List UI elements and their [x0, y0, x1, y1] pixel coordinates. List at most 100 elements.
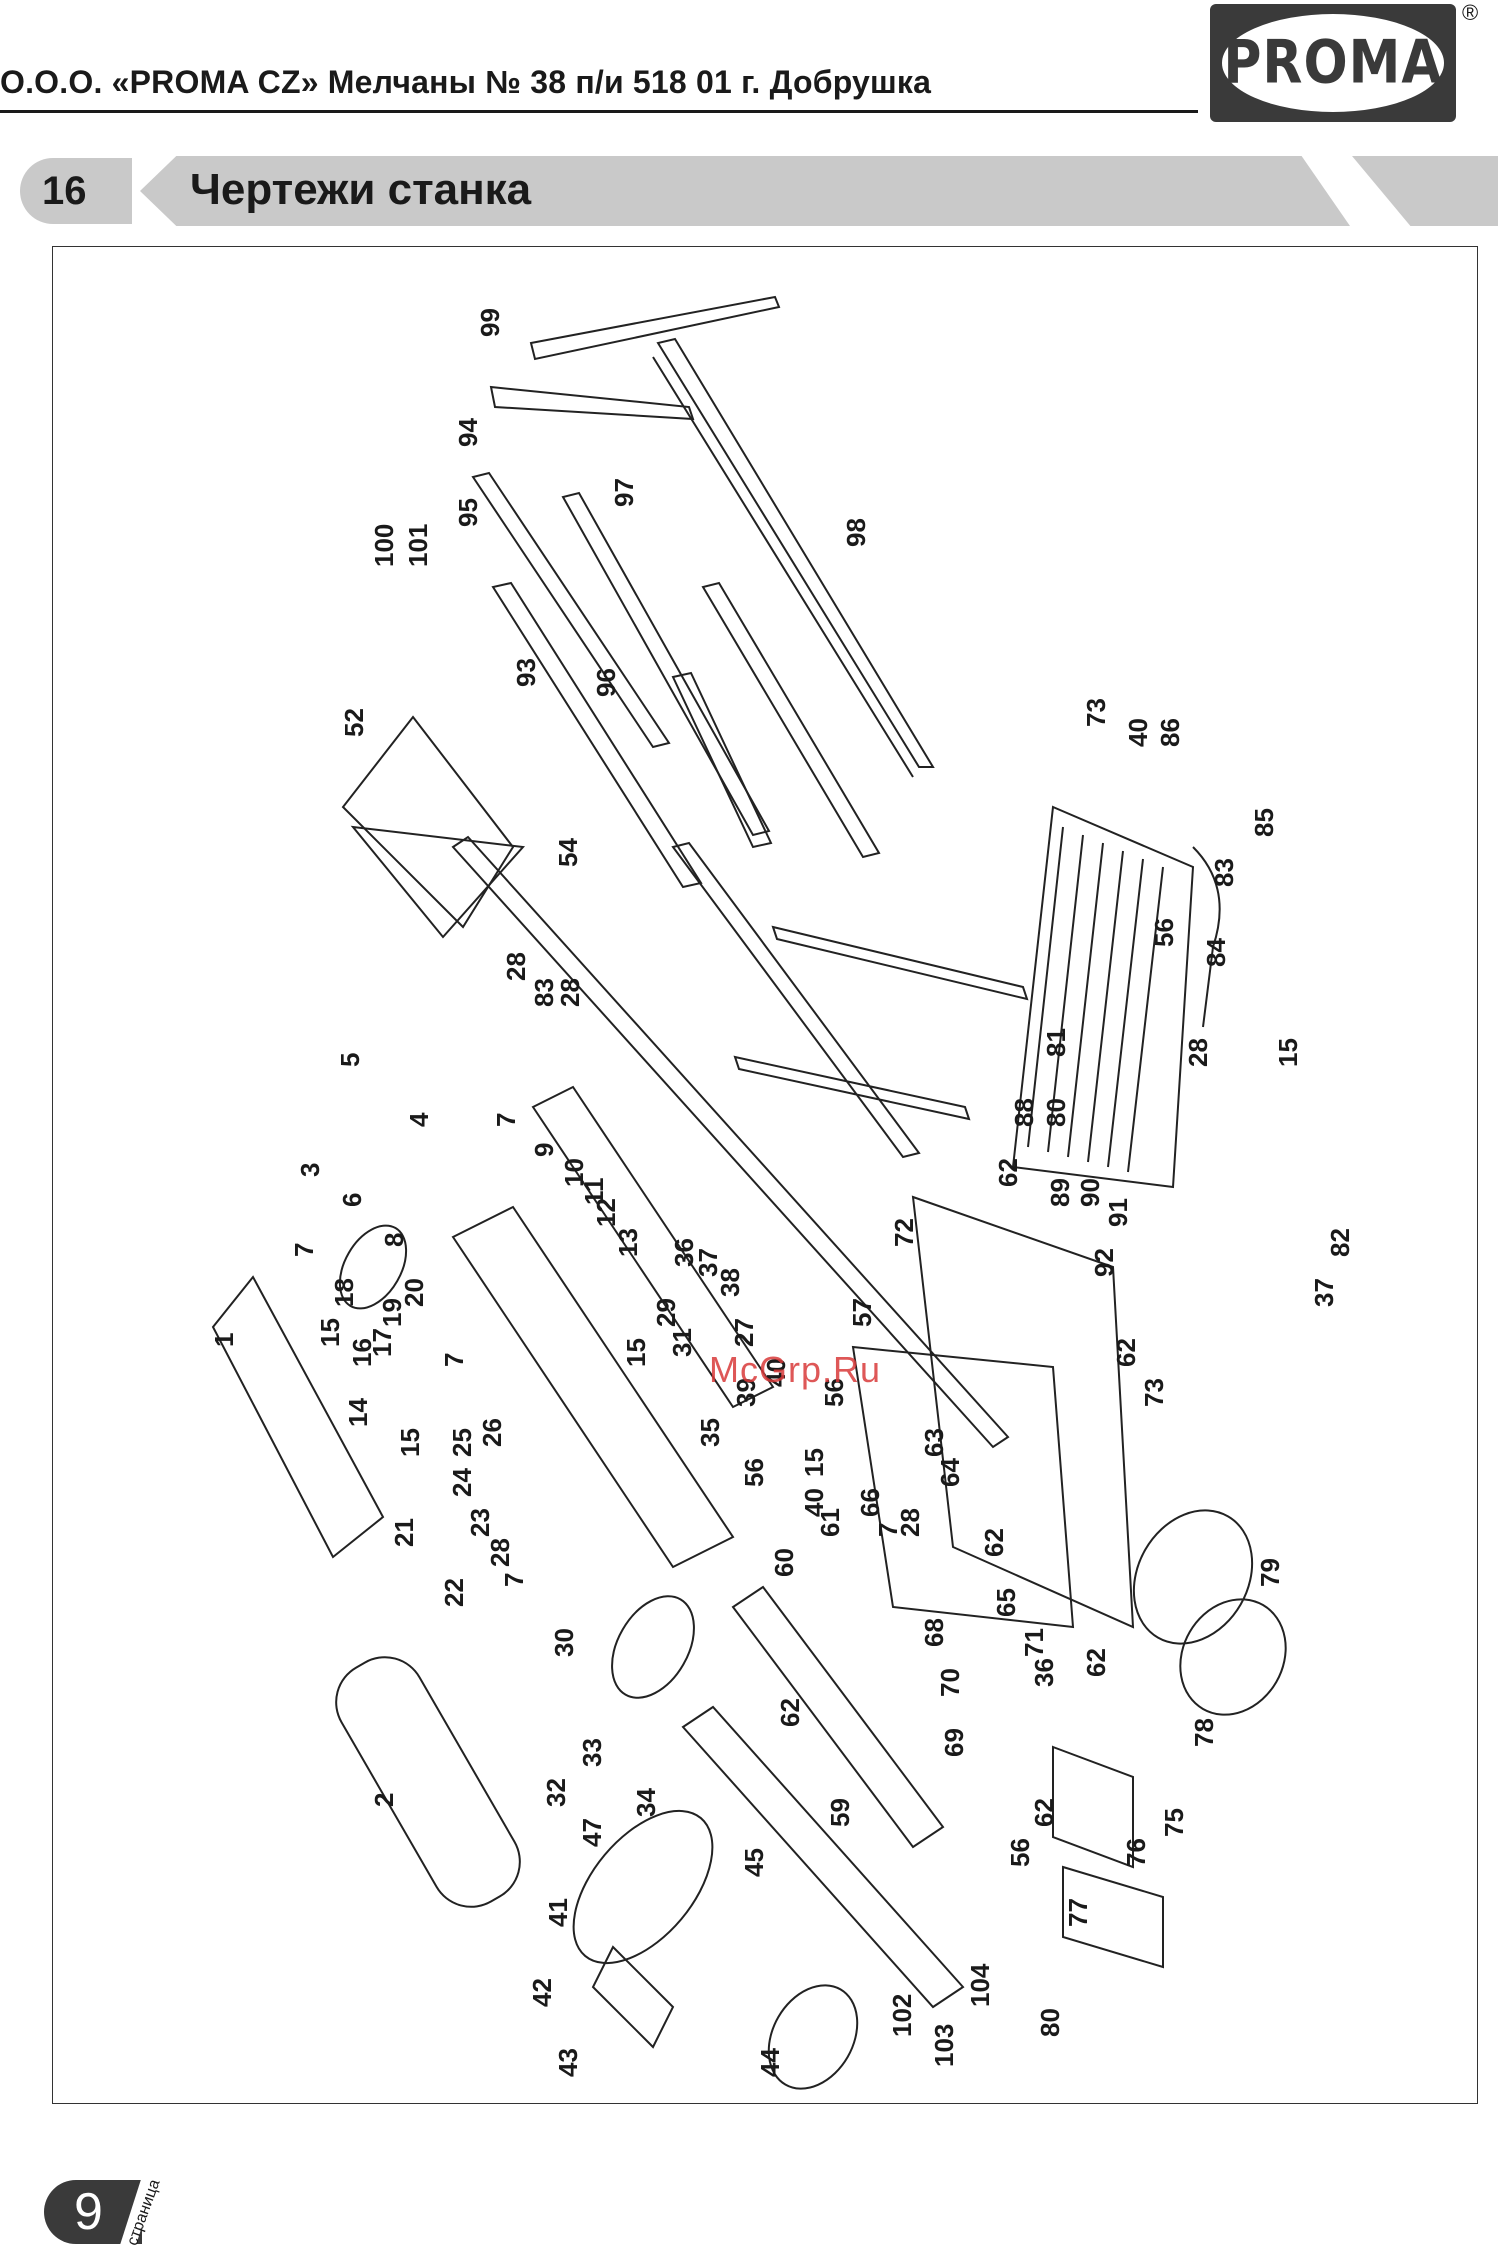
- callout-94: 94: [453, 418, 483, 447]
- callout-56d: 56: [1149, 918, 1179, 947]
- registered-mark: ®: [1462, 0, 1479, 25]
- callout-86: 86: [1155, 718, 1185, 747]
- callout-69: 69: [939, 1728, 969, 1757]
- header-company-line: О.О.О. «PROMA CZ» Мелчаны № 38 п/и 518 0…: [0, 64, 932, 100]
- callout-79: 79: [1255, 1558, 1285, 1587]
- callout-77: 77: [1063, 1898, 1093, 1927]
- callout-83b: 83: [529, 978, 559, 1007]
- callout-96: 96: [591, 668, 621, 697]
- callout-4: 4: [404, 1112, 434, 1127]
- callout-25: 25: [447, 1428, 477, 1457]
- callout-17: 17: [367, 1328, 397, 1357]
- callout-1: 1: [209, 1333, 239, 1347]
- callout-6: 6: [337, 1193, 367, 1207]
- callout-47: 47: [577, 1818, 607, 1847]
- section-title-bar: [140, 156, 1350, 226]
- callout-56c: 56: [1005, 1838, 1035, 1867]
- callout-70: 70: [935, 1668, 965, 1697]
- callout-62c: 62: [979, 1528, 1009, 1557]
- callout-39: 39: [731, 1378, 761, 1407]
- callout-103: 103: [929, 2024, 959, 2067]
- callout-99: 99: [475, 308, 505, 337]
- callout-12: 12: [591, 1198, 621, 1227]
- callout-40c: 40: [1123, 718, 1153, 747]
- callout-28a: 28: [501, 952, 531, 981]
- callout-44: 44: [755, 2048, 785, 2077]
- callout-10: 10: [559, 1158, 589, 1187]
- callout-56a: 56: [819, 1378, 849, 1407]
- callout-98: 98: [841, 518, 871, 547]
- callout-28c: 28: [485, 1538, 515, 1567]
- callout-37a: 37: [693, 1248, 723, 1277]
- callout-38: 38: [715, 1268, 745, 1297]
- callout-61: 61: [815, 1508, 845, 1537]
- callout-90: 90: [1075, 1178, 1105, 1207]
- callout-62d: 62: [775, 1698, 805, 1727]
- callout-36a: 36: [669, 1238, 699, 1267]
- callout-15e: 15: [1273, 1038, 1303, 1067]
- callout-62b: 62: [1111, 1338, 1141, 1367]
- section-number: 16: [42, 168, 87, 213]
- callout-30: 30: [549, 1628, 579, 1657]
- callout-2: 2: [369, 1793, 399, 1807]
- callout-32: 32: [541, 1778, 571, 1807]
- callout-21: 21: [389, 1518, 419, 1547]
- callout-95: 95: [453, 498, 483, 527]
- callout-43: 43: [553, 2048, 583, 2077]
- callout-82: 82: [1325, 1228, 1355, 1257]
- callout-9: 9: [529, 1143, 559, 1157]
- callout-73b: 73: [1139, 1378, 1169, 1407]
- callout-28e: 28: [1183, 1038, 1213, 1067]
- callout-52: 52: [339, 708, 369, 737]
- callout-73a: 73: [1081, 698, 1111, 727]
- callout-93: 93: [511, 658, 541, 687]
- callout-5: 5: [335, 1053, 365, 1067]
- watermark: McGrp.Ru: [709, 1349, 882, 1390]
- callout-56b: 56: [739, 1458, 769, 1487]
- callout-88: 88: [1009, 1098, 1039, 1127]
- callout-54: 54: [553, 838, 583, 867]
- callout-40a: 40: [761, 1358, 791, 1387]
- callout-63: 63: [919, 1428, 949, 1457]
- callout-23: 23: [465, 1508, 495, 1537]
- callout-80b: 80: [1035, 2008, 1065, 2037]
- callout-7b: 7: [289, 1243, 319, 1257]
- callout-81: 81: [1041, 1028, 1071, 1057]
- section-title: Чертежи станка: [190, 165, 532, 214]
- callout-41: 41: [543, 1898, 573, 1927]
- callout-62e: 62: [1081, 1648, 1111, 1677]
- drawing-frame: 1 2 3 4 5 6 7 7 7 7 7 8 9 10 11 12 13 14…: [52, 246, 1478, 2104]
- callout-83a: 83: [1209, 858, 1239, 887]
- callout-7e: 7: [873, 1523, 903, 1537]
- callout-57: 57: [847, 1298, 877, 1327]
- callout-71: 71: [1019, 1628, 1049, 1657]
- callout-78: 78: [1189, 1718, 1219, 1747]
- proma-logo: PROMA: [1210, 4, 1456, 122]
- callout-22: 22: [439, 1578, 469, 1607]
- callout-35: 35: [695, 1418, 725, 1447]
- callout-16: 16: [347, 1338, 377, 1367]
- callout-20: 20: [399, 1278, 429, 1307]
- callout-15b: 15: [395, 1428, 425, 1457]
- exploded-view-drawing: 1 2 3 4 5 6 7 7 7 7 7 8 9 10 11 12 13 14…: [209, 295, 1355, 2090]
- callout-15c: 15: [621, 1338, 651, 1367]
- callout-18: 18: [329, 1278, 359, 1307]
- callout-28b: 28: [555, 978, 585, 1007]
- callout-104: 104: [965, 1963, 995, 2007]
- callout-84: 84: [1201, 938, 1231, 967]
- callout-100: 100: [369, 524, 399, 567]
- callout-60: 60: [769, 1548, 799, 1577]
- callout-97: 97: [609, 478, 639, 507]
- logo-text: PROMA: [1223, 28, 1443, 98]
- callout-37b: 37: [1309, 1278, 1339, 1307]
- callout-15d: 15: [799, 1448, 829, 1477]
- callout-101: 101: [403, 524, 433, 567]
- callout-92: 92: [1089, 1248, 1119, 1277]
- callout-64: 64: [935, 1458, 965, 1487]
- page-number: 9: [74, 2183, 103, 2241]
- section-bar-tail: [1352, 156, 1498, 226]
- header-rule: [0, 110, 1198, 113]
- callout-15a: 15: [315, 1318, 345, 1347]
- callout-24: 24: [447, 1468, 477, 1497]
- callout-28d: 28: [895, 1508, 925, 1537]
